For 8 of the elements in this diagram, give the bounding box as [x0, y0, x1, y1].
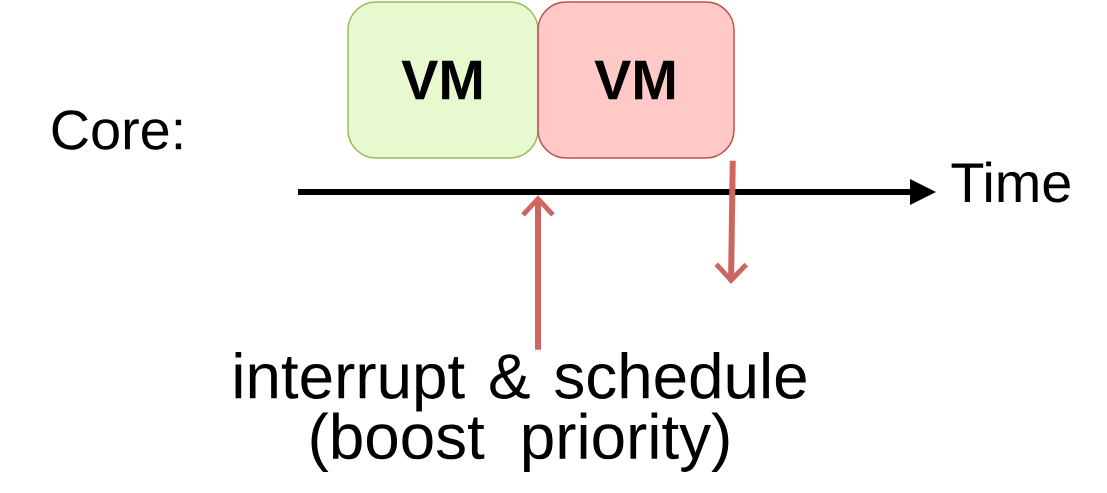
vm-box: VM	[537, 1, 735, 159]
arrow	[714, 160, 749, 284]
time-axis	[298, 179, 936, 205]
vm-box: VM	[347, 1, 539, 159]
axis-label: Time	[951, 161, 1070, 203]
annotation-text: interrupt & schedule (boost priority)	[235, 352, 806, 472]
row-label: Core:	[52, 110, 182, 150]
arrow	[521, 195, 555, 350]
